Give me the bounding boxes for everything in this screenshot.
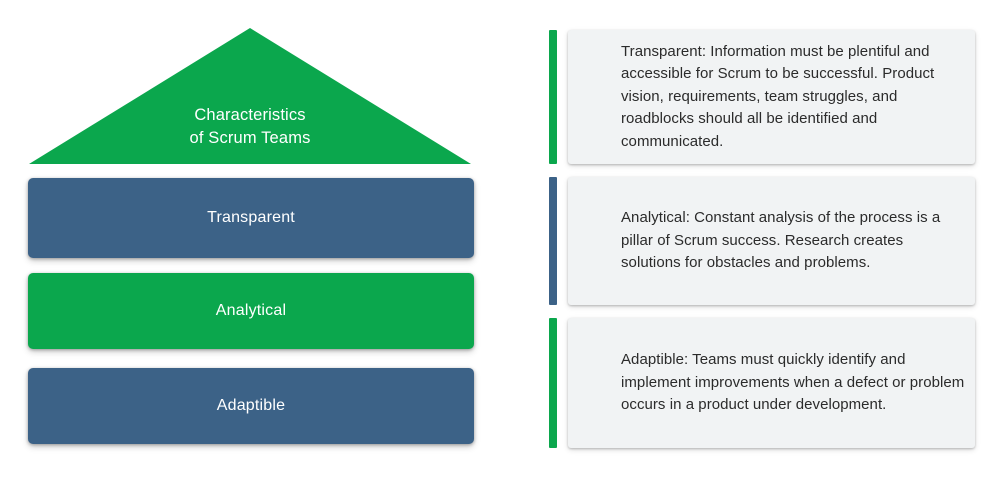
accent-bar-adaptible <box>549 318 557 448</box>
tier-analytical-label: Analytical <box>215 302 287 319</box>
description-card-analytical[interactable]: Analytical: Constant analysis of the pro… <box>568 177 975 305</box>
tier-transparent[interactable]: Transparent <box>28 178 474 258</box>
description-card-analytical-text: Analytical: Constant analysis of the pro… <box>621 209 941 272</box>
accent-bar-analytical <box>549 177 557 305</box>
pyramid-roof[interactable]: Characteristics of Scrum Teams <box>29 28 471 164</box>
pyramid-panel: Characteristics of Scrum Teams Transpare… <box>28 28 474 444</box>
tier-analytical[interactable]: Analytical <box>28 273 474 349</box>
accent-bar-transparent <box>549 30 557 164</box>
tier-adaptible[interactable]: Adaptible <box>28 368 474 444</box>
description-card-transparent-text: Transparent: Information must be plentif… <box>621 42 935 150</box>
tier-transparent-label: Transparent <box>207 209 295 226</box>
description-card-adaptible-text: Adaptible: Teams must quickly identify a… <box>621 351 965 414</box>
description-row-transparent: Transparent: Information must be plentif… <box>540 30 1003 164</box>
description-card-adaptible[interactable]: Adaptible: Teams must quickly identify a… <box>568 318 975 448</box>
description-row-analytical: Analytical: Constant analysis of the pro… <box>540 177 1003 305</box>
description-row-adaptible: Adaptible: Teams must quickly identify a… <box>540 318 1003 448</box>
description-card-transparent[interactable]: Transparent: Information must be plentif… <box>568 30 975 164</box>
triangle-shape <box>29 28 471 164</box>
descriptions-panel: Transparent: Information must be plentif… <box>540 0 1003 478</box>
tier-adaptible-label: Adaptible <box>216 397 286 414</box>
